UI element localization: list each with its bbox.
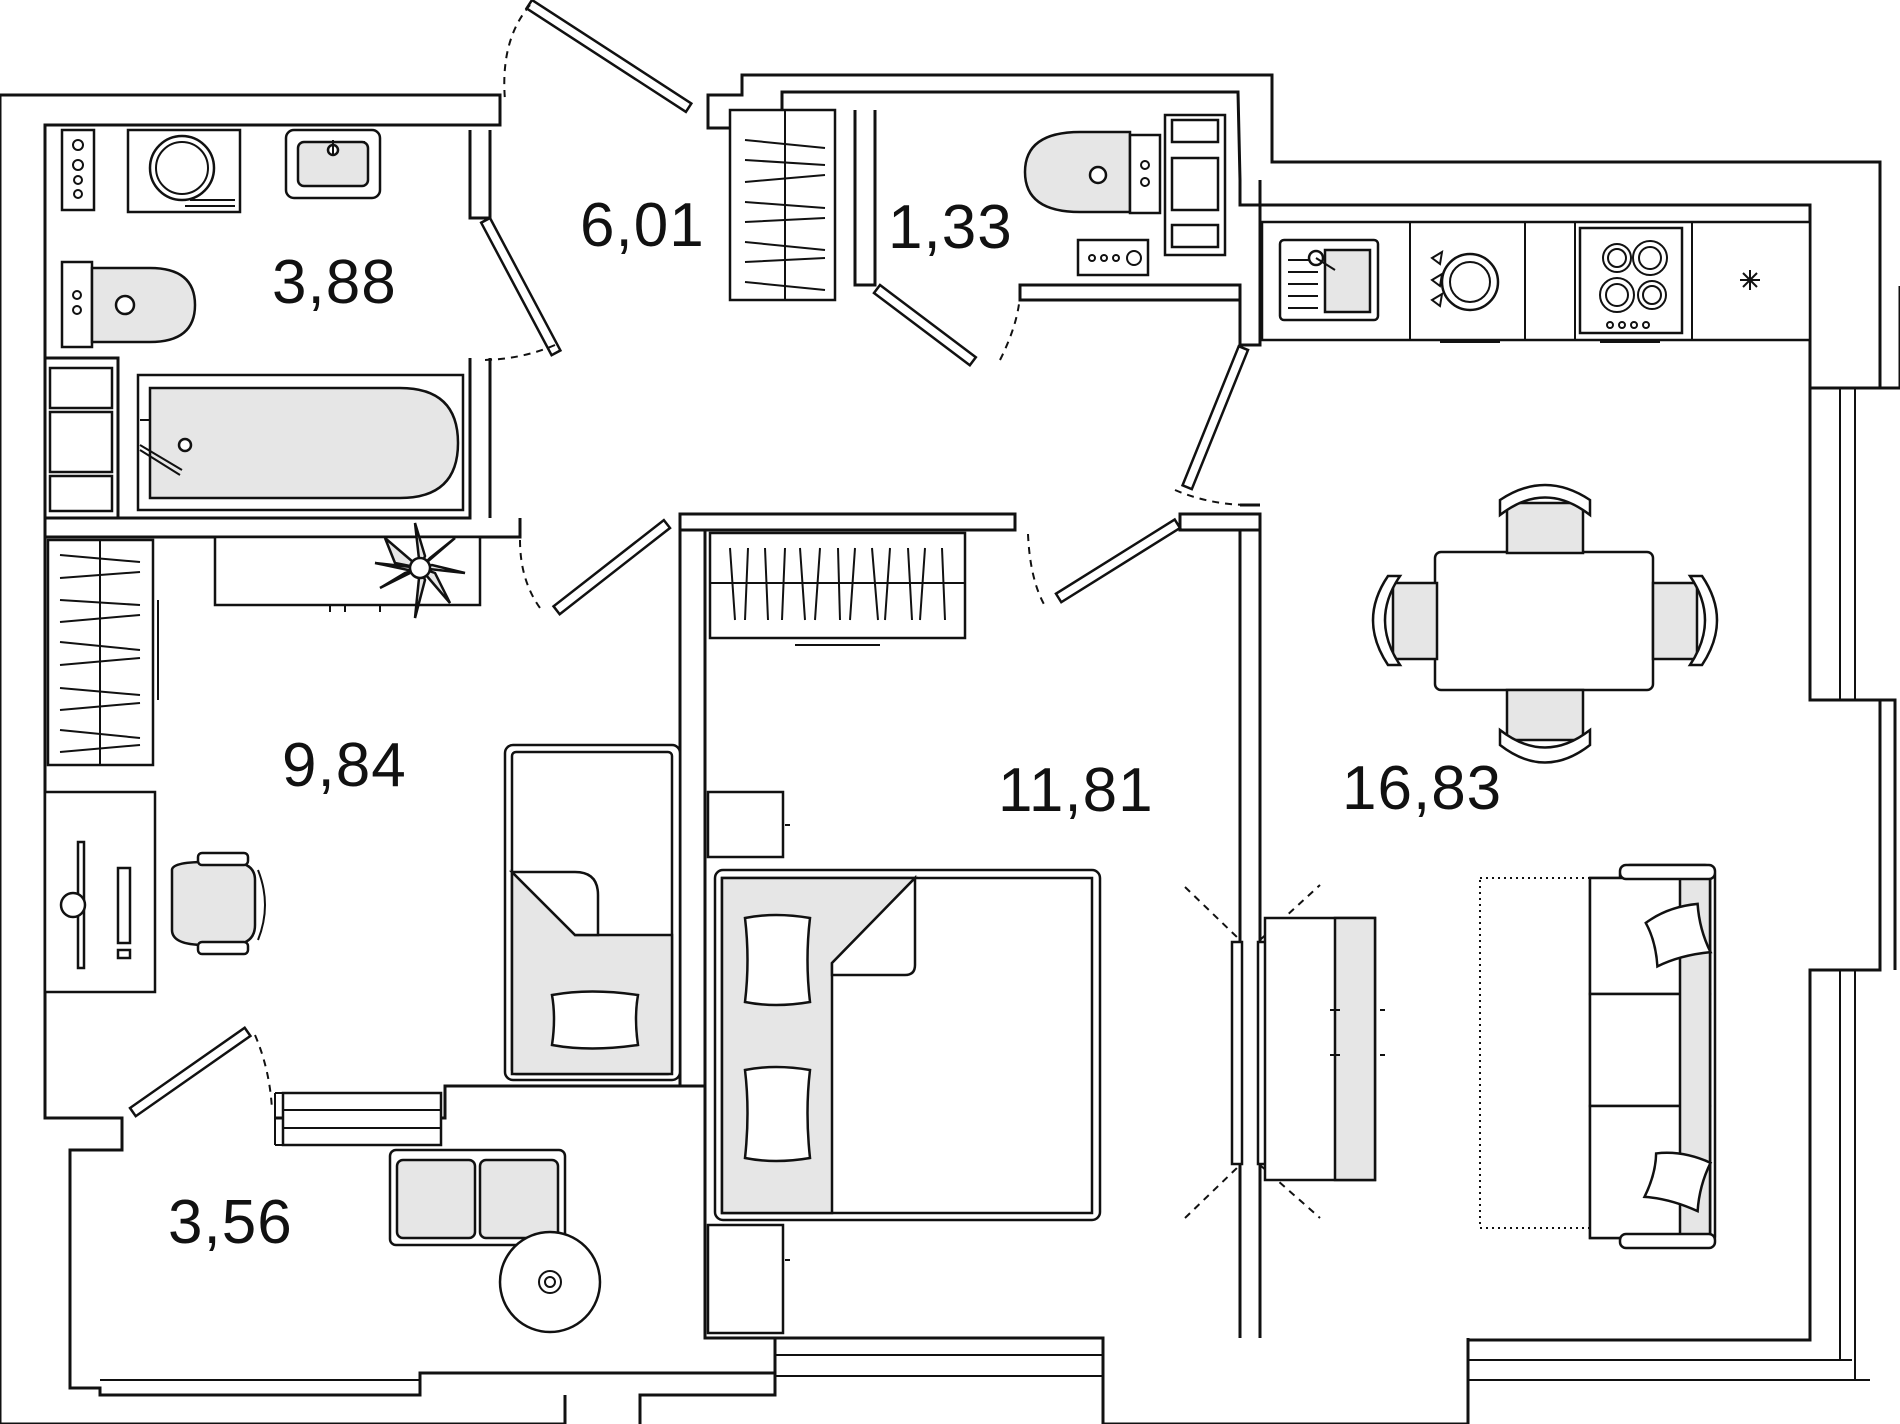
doors [128,0,1321,1219]
sink-icon [1278,238,1380,322]
bedroom-furniture [706,531,1385,1335]
bathroom-fixtures [48,128,465,513]
wc-area: 1,33 [888,193,1013,262]
chair [1371,574,1439,667]
living-room-door-leaf[interactable] [551,518,672,616]
entrance-door-leaf[interactable] [524,0,694,114]
dining-table [1433,550,1655,692]
office-chair [170,851,266,956]
desk [43,790,157,994]
chair [1498,688,1592,764]
kitchen-area: 16,83 [1342,754,1503,823]
lamp-icon [1740,270,1760,290]
kitchen-door-leaf[interactable] [1180,344,1250,491]
plant-icon [213,522,482,619]
round-table [498,1230,602,1334]
toilet-icon [60,260,197,349]
single-bed [503,743,682,1082]
balcony-furniture [274,1091,602,1334]
living-room-area: 9,84 [282,731,407,800]
wardrobe [708,531,967,646]
balcony-door-leaf[interactable] [128,1025,253,1118]
chair [1651,574,1719,667]
dresser [1263,916,1385,1182]
bedroom-door-leaf[interactable] [1054,517,1182,604]
fridge-icon [1430,250,1500,343]
washing-machine-icon [126,128,242,214]
balcony-area: 3,56 [168,1188,293,1257]
bedroom-area: 11,81 [998,756,1154,825]
sofa [1588,863,1717,1250]
sliding-door-panel[interactable] [1230,940,1244,1166]
sink-icon [284,128,382,200]
hallway-area: 6,01 [580,191,705,260]
wc-door-leaf[interactable] [872,283,978,367]
wc-fixtures [1023,113,1227,277]
bathroom-area: 3,88 [272,248,397,317]
stove-icon [1578,226,1684,343]
bed [713,868,1102,1222]
two-seat-sofa [388,1148,567,1247]
chair [1498,483,1592,555]
living-furniture [43,522,682,1082]
bathroom-door-leaf[interactable] [479,216,563,357]
radiator [274,1091,443,1147]
bathtub-icon [136,373,465,512]
hallway-wardrobe [728,108,837,302]
kitchen-fixtures [1260,220,1812,1250]
toilet-icon [1023,130,1162,215]
shelf [46,538,159,767]
